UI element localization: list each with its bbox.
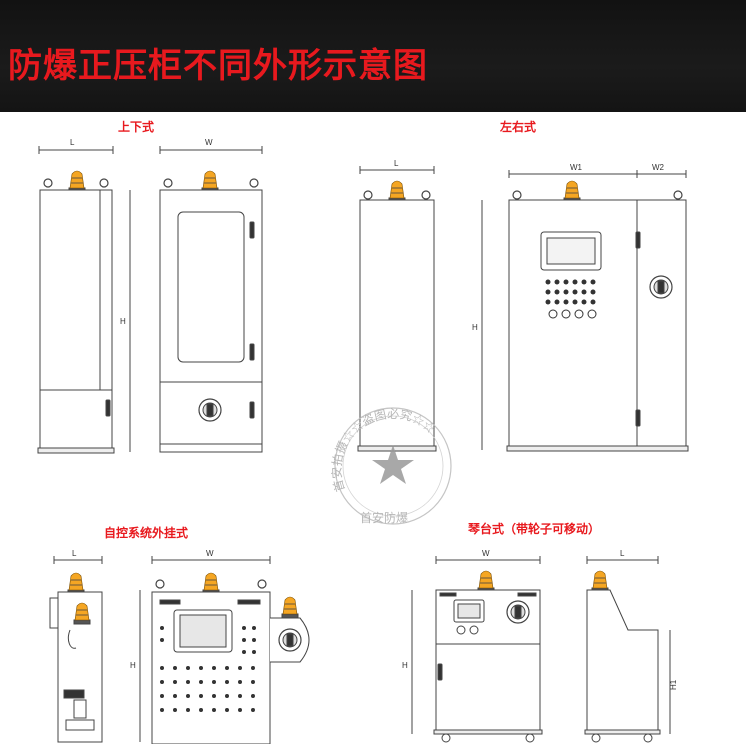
watermark-star-icon (372, 445, 414, 484)
left-right-button-grid (545, 279, 597, 319)
dim-W2: W2 (652, 163, 665, 172)
external-front-view (139, 556, 310, 744)
piano-side-view (584, 556, 671, 743)
dim-W-external: W (206, 549, 214, 558)
watermark-bottom-text: 首安防爆 (360, 510, 408, 525)
dim-L-external: L (72, 549, 77, 558)
dim-H-top-bottom: H (120, 317, 126, 326)
top-bottom-front-view (129, 146, 263, 453)
left-right-front-view (481, 170, 689, 452)
caption-top-bottom: 上下式 (118, 120, 155, 134)
external-side-view (49, 556, 103, 743)
caption-left-right: 左右式 (500, 120, 537, 134)
top-bottom-side-view (37, 146, 115, 454)
dim-H1: H1 (669, 679, 678, 690)
dim-W-piano: W (482, 549, 490, 558)
dim-H-piano: H (402, 661, 408, 670)
piano-front-view (411, 556, 543, 743)
external-indicator-grid (160, 626, 256, 712)
caption-external: 自控系统外挂式 (104, 526, 189, 540)
dim-L-top-bottom: L (70, 138, 75, 147)
header-banner: 防爆正压柜不同外形示意图 (0, 0, 746, 112)
dim-L-left-right: L (394, 159, 399, 168)
caption-piano: 琴台式（带轮子可移动） (468, 522, 601, 536)
dim-W-top-bottom: W (205, 138, 213, 147)
dim-H-left-right: H (472, 323, 478, 332)
dim-W1: W1 (570, 163, 583, 172)
dim-H-external: H (130, 661, 136, 670)
page-title: 防爆正压柜不同外形示意图 (8, 46, 428, 86)
dim-L-piano: L (620, 549, 625, 558)
